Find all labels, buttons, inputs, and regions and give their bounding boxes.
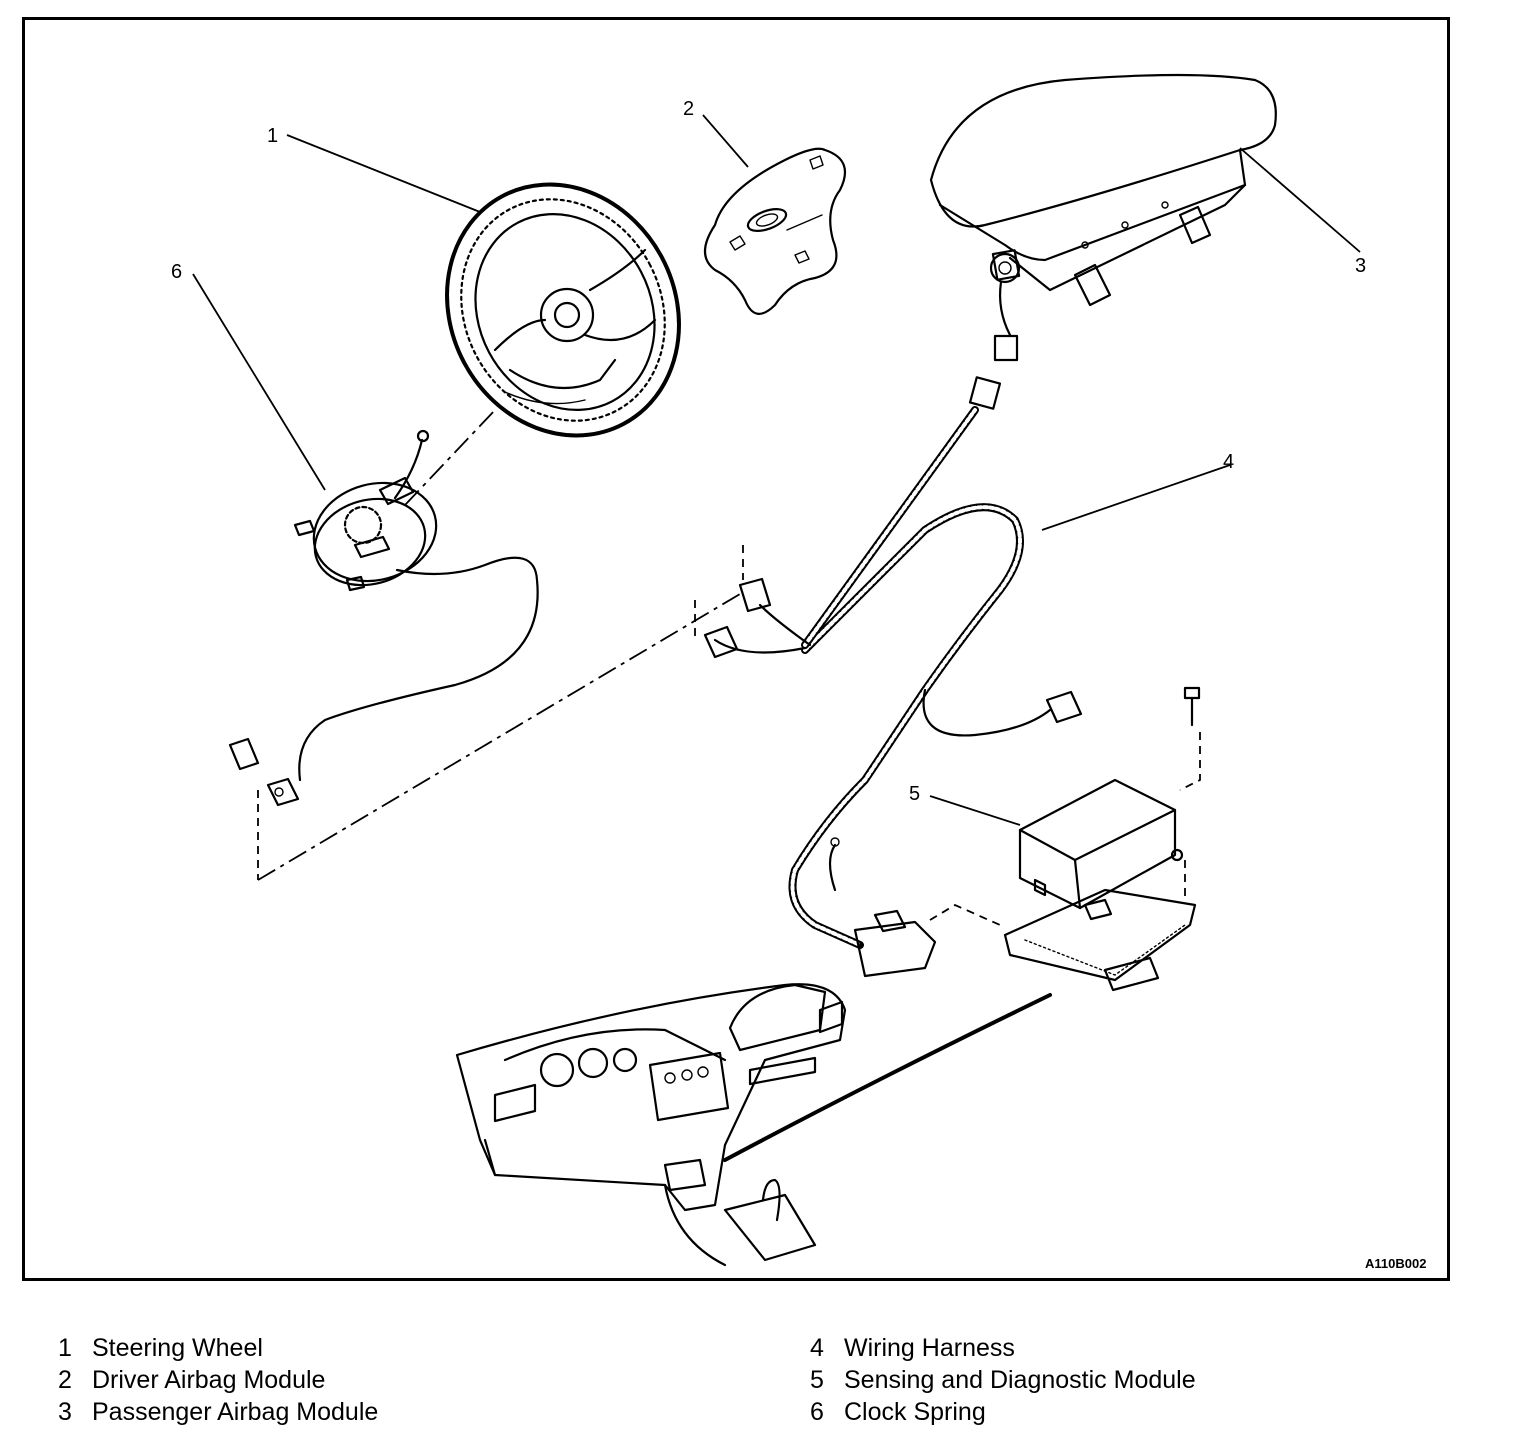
legend-item: 3 Passenger Airbag Module <box>58 1396 378 1428</box>
figure-frame: 1 2 3 4 5 6 A110B002 <box>22 17 1450 1281</box>
leader-2 <box>702 114 749 168</box>
driver-airbag-module <box>703 147 847 315</box>
legend-label: Sensing and Diagnostic Module <box>844 1366 1196 1394</box>
wiring-harness-connectors <box>703 577 1083 978</box>
legend-right-column: 4 Wiring Harness 5 Sensing and Diagnosti… <box>810 1332 1196 1428</box>
callout-5: 5 <box>909 783 920 805</box>
leader-4 <box>1041 464 1231 531</box>
clock-spring-connectors <box>228 737 300 807</box>
legend-label: Passenger Airbag Module <box>92 1398 379 1426</box>
legend-item: 4 Wiring Harness <box>810 1332 1196 1364</box>
legend-label: Wiring Harness <box>844 1334 1015 1362</box>
legend-label: Steering Wheel <box>92 1334 263 1362</box>
legend-label: Driver Airbag Module <box>92 1366 326 1394</box>
airbag-system-diagram: 1 2 3 4 5 6 A110B002 <box>171 73 1426 1271</box>
legend-left-column: 1 Steering Wheel 2 Driver Airbag Module … <box>58 1332 378 1428</box>
legend-item: 6 Clock Spring <box>810 1396 1196 1428</box>
clock-spring <box>293 429 539 782</box>
sensing-and-diagnostic-module <box>929 686 1201 992</box>
leader-5 <box>929 795 1021 826</box>
callout-2: 2 <box>683 98 694 120</box>
leader-1 <box>286 134 481 213</box>
passenger-airbag-connector <box>993 334 1019 362</box>
legend: 1 Steering Wheel 2 Driver Airbag Module … <box>58 1332 1498 1444</box>
legend-label: Clock Spring <box>844 1398 986 1426</box>
legend-number: 6 <box>810 1398 824 1426</box>
figure-id: A110B002 <box>1365 1256 1426 1271</box>
legend-number: 2 <box>58 1366 72 1394</box>
legend-item: 1 Steering Wheel <box>58 1332 378 1364</box>
steering-wheel <box>445 182 681 438</box>
legend-number: 5 <box>810 1366 824 1394</box>
legend-number: 3 <box>58 1398 72 1426</box>
legend-number: 1 <box>58 1334 72 1362</box>
dashboard-illustration <box>455 983 1052 1267</box>
leader-3 <box>1239 147 1361 253</box>
callout-4: 4 <box>1223 451 1234 473</box>
callout-3: 3 <box>1355 255 1366 277</box>
leader-6 <box>192 273 326 491</box>
legend-number: 4 <box>810 1334 824 1362</box>
legend-item: 5 Sensing and Diagnostic Module <box>810 1364 1196 1396</box>
passenger-airbag-module <box>929 73 1277 337</box>
legend-item: 2 Driver Airbag Module <box>58 1364 378 1396</box>
callout-6: 6 <box>171 261 182 283</box>
callout-1: 1 <box>267 125 278 147</box>
harness-passenger-connector <box>968 376 1002 410</box>
wiring-harness <box>713 406 1052 949</box>
